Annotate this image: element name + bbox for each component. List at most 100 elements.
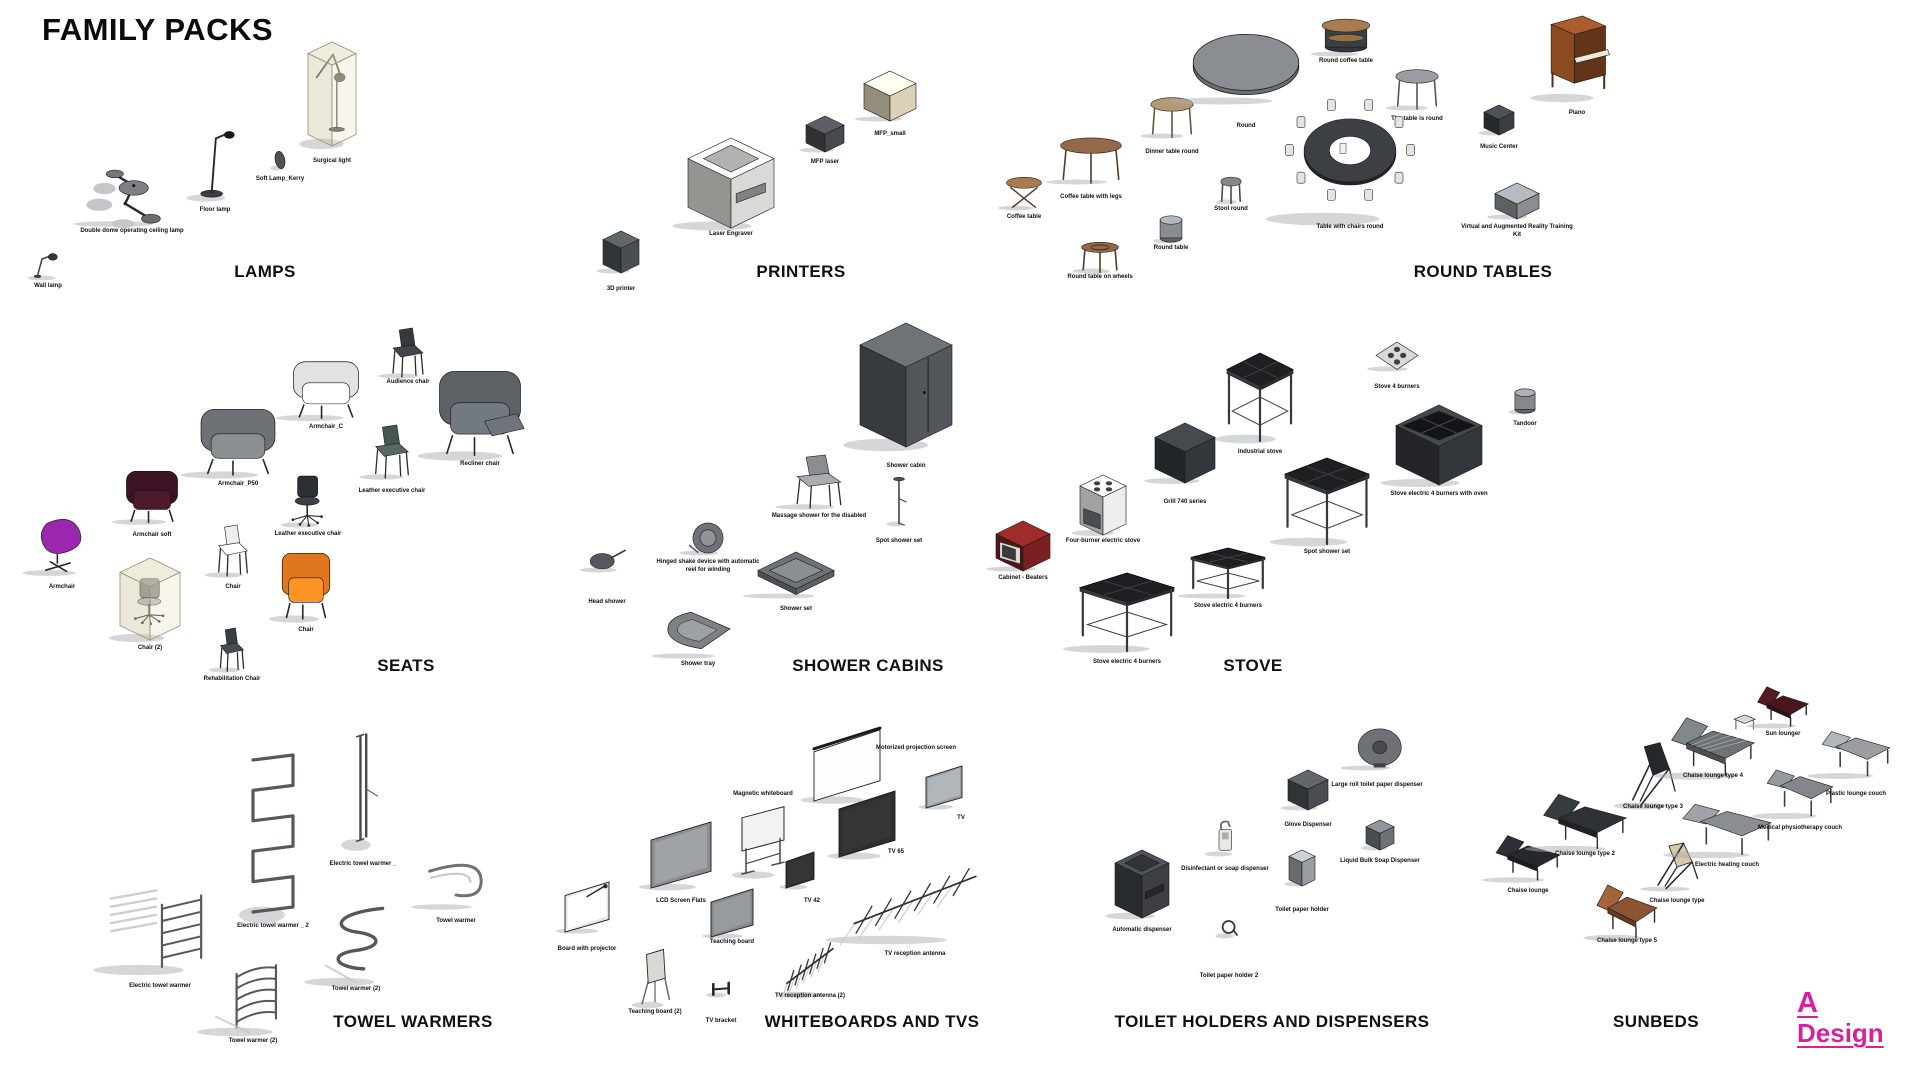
- glove-dispenser-icon: [1280, 769, 1329, 811]
- automatic-dispenser-icon: [1105, 849, 1170, 920]
- tv-reception-antenna-label: TV reception antenna: [884, 951, 946, 957]
- spot-shower-set: Spot shower set: [876, 476, 922, 544]
- round-table-on-wheels-label: Round table on wheels: [1067, 274, 1133, 280]
- section-title-toilet-holders: TOILET HOLDERS AND DISPENSERS: [1114, 1012, 1430, 1031]
- round-coffee-table-label: Round coffee table: [1318, 58, 1373, 64]
- sun-lounger: Sun lounger: [1746, 680, 1810, 737]
- surgical-light-label: Surgical light: [312, 158, 351, 164]
- chaise-lounge-type-2: Chaise lounge type 2: [1525, 785, 1629, 857]
- electric-towel-warmer-vertical-label: Electric towel warmer _: [329, 861, 397, 867]
- round-coffee-table: Round coffee table: [1310, 16, 1373, 64]
- toilet-paper-holder: Toilet paper holder: [1275, 849, 1329, 913]
- piano-icon: [1530, 15, 1611, 103]
- glove-dispenser: Glove Dispenser: [1280, 769, 1332, 828]
- tv-label: TV: [957, 815, 965, 821]
- vr-training-kit-label: Virtual and Augmented Reality Training K…: [1461, 224, 1573, 238]
- tv-65: TV 65: [827, 790, 904, 860]
- armchair-swivel-label: Armchair: [48, 584, 76, 590]
- coffee-table: Coffee table: [998, 176, 1043, 220]
- coffee-table-with-legs-label: Coffee table with legs: [1060, 194, 1122, 200]
- sun-lounger-label: Sun lounger: [1765, 731, 1801, 737]
- tv-reception-antenna-2-icon: [776, 942, 834, 1000]
- towel-warmer-hook: Towel warmer: [411, 855, 489, 924]
- laser-engraver: Laser Engraver: [672, 137, 775, 237]
- section-title-whiteboards-tvs: WHITEBOARDS AND TVS: [764, 1012, 980, 1031]
- electric-towel-warmer-icon: [93, 889, 203, 976]
- glove-dispenser-label: Glove Dispenser: [1284, 822, 1332, 828]
- brand-logo[interactable]: A Design: [1797, 987, 1884, 1047]
- stove-electric-4-burners-large: Stove electric 4 burners: [1063, 572, 1176, 665]
- stove-electric-4-burners-small-label: Stove electric 4 burners: [1193, 603, 1263, 609]
- wall-lamp: Wall lamp: [27, 250, 63, 289]
- magnetic-whiteboard: Magnetic whiteboard: [731, 791, 793, 879]
- chair-orange-icon: [269, 552, 331, 623]
- armchair-c: Armchair_C: [275, 358, 363, 430]
- spot-shower-set-label: Spot shower set: [875, 538, 923, 544]
- tv-reception-antenna-icon: [825, 868, 977, 946]
- cabinet-beaters: Cabinet - Beaters: [986, 520, 1051, 581]
- recliner-chair-label: Recliner chair: [460, 461, 500, 467]
- tv-65-label: TV 65: [887, 849, 904, 855]
- electric-towel-warmer-vertical-icon: [341, 733, 378, 851]
- rehabilitation-chair: Rehabilitation Chair: [204, 627, 260, 682]
- tv-bracket-label: TV bracket: [705, 1018, 737, 1024]
- armchair-p50-label: Armchair_P50: [217, 481, 259, 487]
- chaise-lounge-icon: [1481, 835, 1561, 883]
- shower-tray: Shower tray: [651, 606, 732, 667]
- towel-warmer-hook-icon: [411, 863, 483, 910]
- chaise-lounge: Chaise lounge: [1481, 828, 1562, 894]
- head-shower-label: Head shower: [588, 599, 626, 605]
- large-roll-toilet-paper-dispenser-label: Large roll toilet paper dispenser: [1331, 782, 1423, 788]
- audience-chair-label: Audience chair: [386, 379, 430, 385]
- electric-towel-warmer-label: Electric towel warmer: [129, 983, 191, 989]
- soft-lamp-kerry: Soft Lamp_Kerry: [256, 150, 304, 182]
- teaching-board-icon: [702, 888, 754, 939]
- shower-set-icon: [742, 551, 835, 599]
- spot-shower-set-icon: [886, 476, 907, 527]
- stove-table-spot-icon: [1269, 457, 1370, 547]
- electric-towel-warmer-zigzag-icon: [239, 753, 295, 924]
- floor-lamp-label: Floor lamp: [199, 207, 231, 213]
- leather-executive-chair-high: Leather executive chair: [359, 424, 425, 494]
- mfp-laser: MFP laser: [799, 115, 845, 165]
- stool-round-label: Stool round: [1214, 206, 1248, 212]
- shower-cabin: Shower cabin: [843, 322, 953, 469]
- motorized-projection-screen: Motorized projection screen: [800, 726, 956, 804]
- toilet-paper-holder-2-label: Toilet paper holder 2: [1199, 973, 1259, 979]
- chair-orange-label: Chair: [298, 627, 314, 633]
- leather-executive-chair-office: Leather executive chair: [275, 475, 341, 537]
- chaise-lounge-type-label: Chaise lounge type: [1649, 898, 1705, 904]
- disinfectant-or-soap-dispenser-icon: [1204, 820, 1233, 857]
- mfp-small-label: MFP_small: [874, 131, 906, 137]
- teaching-board-label: Teaching board: [709, 939, 755, 945]
- lcd-screen-flats-label: LCD Screen Flats: [656, 898, 706, 904]
- chaise-lounge-type-4: Chaise lounge type 4: [1653, 708, 1757, 780]
- chaise-lounge-type-5-icon: [1583, 884, 1658, 942]
- section-title-towel-warmers: TOWEL WARMERS: [333, 1012, 493, 1031]
- massage-shower-disabled-icon: [775, 454, 842, 510]
- chaise-lounge-label: Chaise lounge: [1507, 888, 1549, 894]
- chair-white: Chair: [204, 524, 254, 590]
- tv-icon: [918, 765, 963, 810]
- dinner-table-round-label: Dinner table round: [1145, 149, 1199, 155]
- board-with-projector-icon: [555, 881, 610, 934]
- magnetic-whiteboard-label: Magnetic whiteboard: [733, 791, 793, 797]
- mfp-small-icon: [854, 70, 917, 122]
- board-with-projector-label: Board with projector: [557, 946, 617, 952]
- round-table-big-label: Round: [1236, 123, 1256, 129]
- tandoor: Tandoor: [1508, 388, 1537, 427]
- chair-boxed-label: Chair (2): [137, 645, 163, 651]
- disinfectant-or-soap-dispenser-label: Disinfectant or soap dispenser: [1181, 866, 1269, 872]
- armchair-soft-icon: [112, 471, 178, 525]
- electric-heating-couch-icon: [1663, 803, 1773, 859]
- stove-electric-4-burners-with-oven: Stove electric 4 burners with oven: [1380, 404, 1488, 497]
- chair-boxed-icon: [109, 557, 181, 643]
- printer-3d-icon: [596, 230, 640, 274]
- liquid-bulk-soap-dispenser-icon: [1360, 819, 1395, 851]
- armchair-c-label: Armchair_C: [308, 424, 343, 430]
- chaise-lounge-type-5-label: Chaise lounge type 5: [1596, 938, 1657, 944]
- grill-740-series: Grill 740 series: [1144, 422, 1216, 505]
- soft-lamp-kerry-icon: [270, 151, 286, 171]
- chaise-lounge-type-4-label: Chaise lounge type 4: [1682, 773, 1743, 779]
